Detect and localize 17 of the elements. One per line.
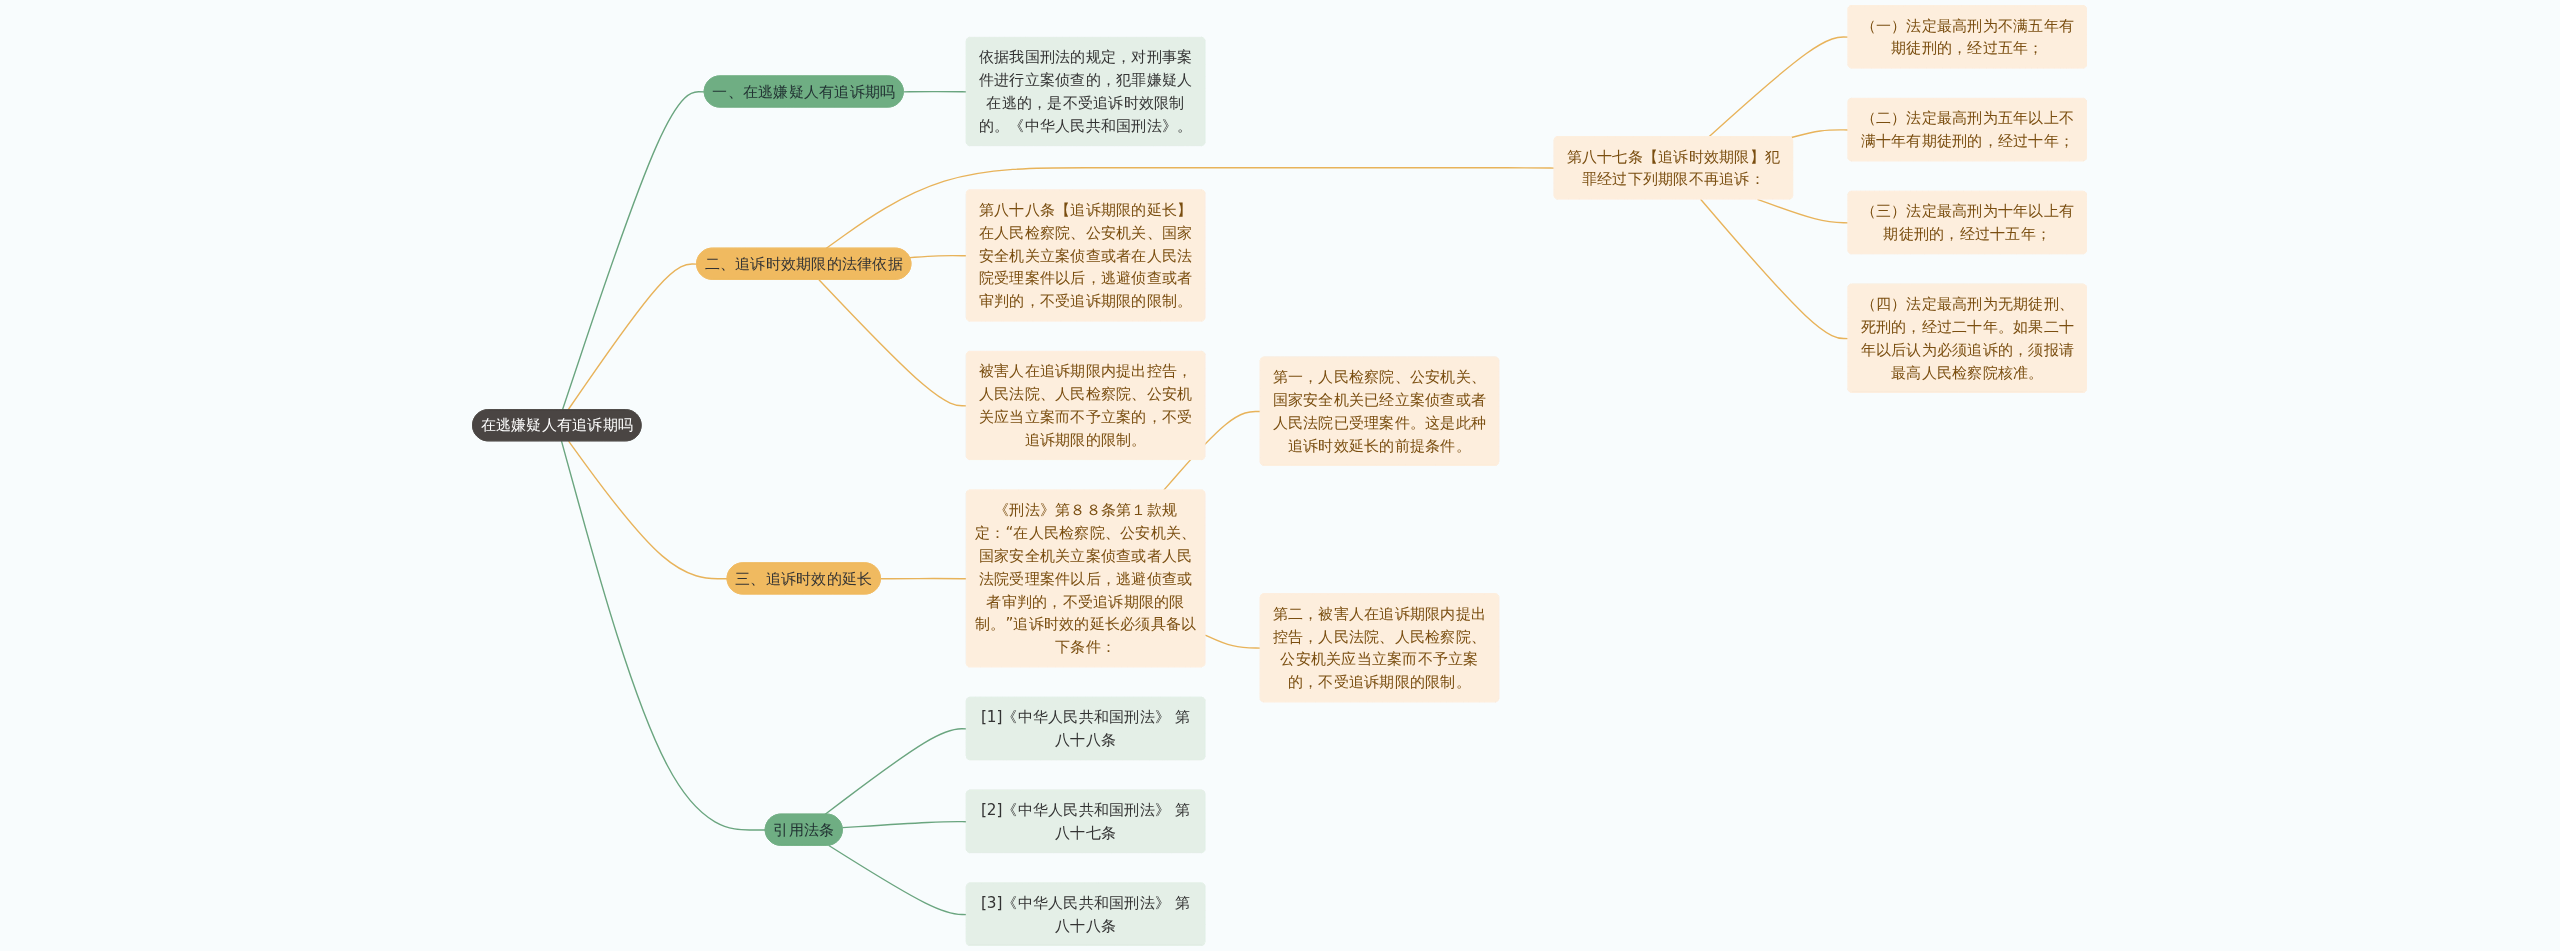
- connector: [880, 577, 968, 580]
- connector: [568, 440, 729, 580]
- connector: [818, 279, 968, 407]
- connector: [1757, 198, 1850, 224]
- connector: [561, 440, 767, 831]
- connector: [1204, 634, 1262, 649]
- connector: [1791, 129, 1850, 139]
- connector: [828, 844, 968, 916]
- connector: [1708, 36, 1850, 138]
- connector: [842, 820, 968, 829]
- connector: [903, 90, 968, 93]
- connector: [1700, 198, 1850, 340]
- connector: [909, 254, 968, 259]
- connector: [824, 728, 968, 816]
- connector: [562, 91, 706, 411]
- connector: [825, 167, 1556, 250]
- connector: [567, 263, 699, 411]
